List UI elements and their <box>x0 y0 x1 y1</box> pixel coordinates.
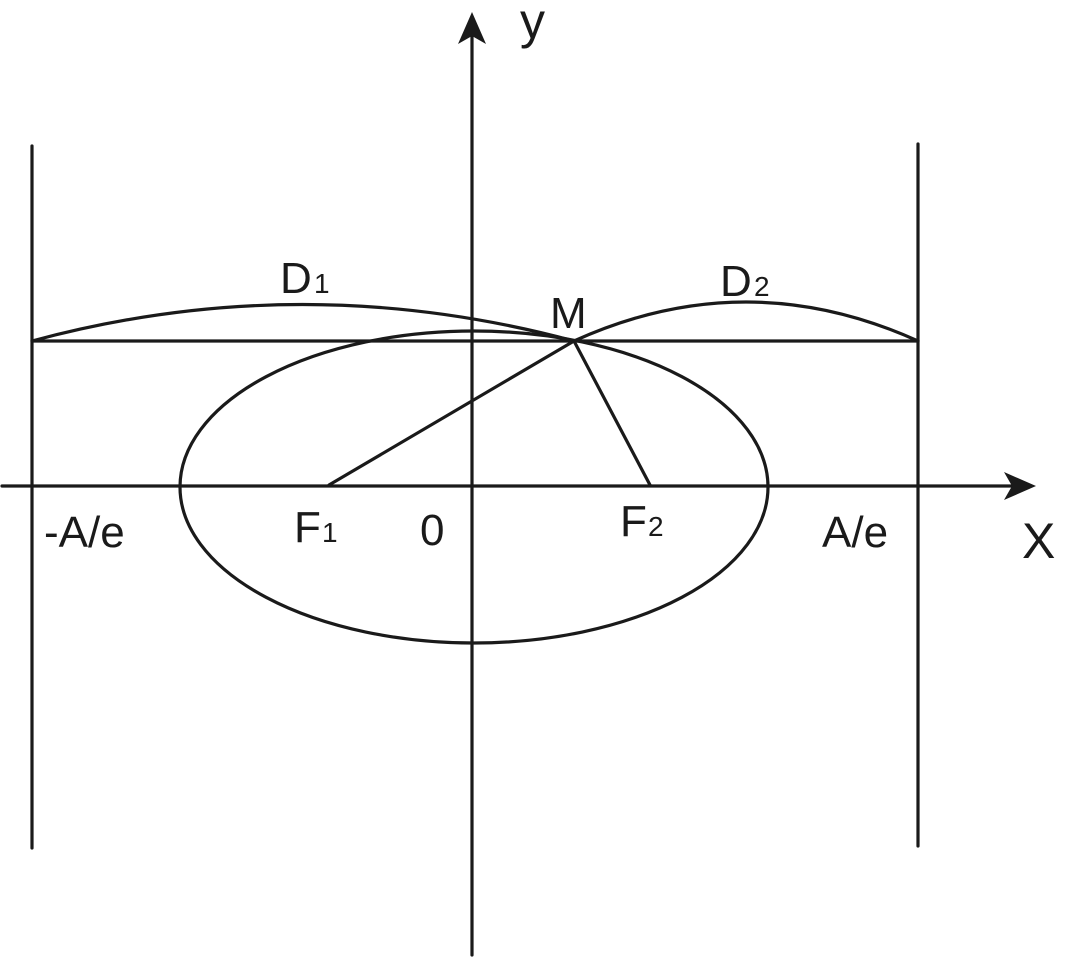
focus2-letter: F <box>620 497 647 546</box>
origin-label: 0 <box>420 506 444 555</box>
d2-letter: D <box>720 257 752 306</box>
y-axis-arrowhead <box>458 12 486 44</box>
point-m-label: M <box>550 289 587 338</box>
ellipse-curve <box>178 329 770 645</box>
focus2-index: 2 <box>648 511 664 542</box>
arc-d2 <box>572 300 920 343</box>
arc-d1 <box>30 302 576 343</box>
d1-letter: D <box>280 254 312 303</box>
focal-radius-f1-m <box>327 339 576 487</box>
x-axis-arrowhead <box>1004 472 1036 500</box>
d2-index: 2 <box>754 271 770 302</box>
d1-index: 1 <box>314 268 330 299</box>
focus1-letter: F <box>294 503 321 552</box>
focal-radius-f2-m <box>572 339 652 487</box>
y-axis-label: y <box>520 0 545 49</box>
x-axis-label: X <box>1022 513 1055 569</box>
right-directrix-label: A/e <box>822 508 888 557</box>
left-directrix-label: -A/e <box>44 508 125 557</box>
focus1-index: 1 <box>322 517 338 548</box>
